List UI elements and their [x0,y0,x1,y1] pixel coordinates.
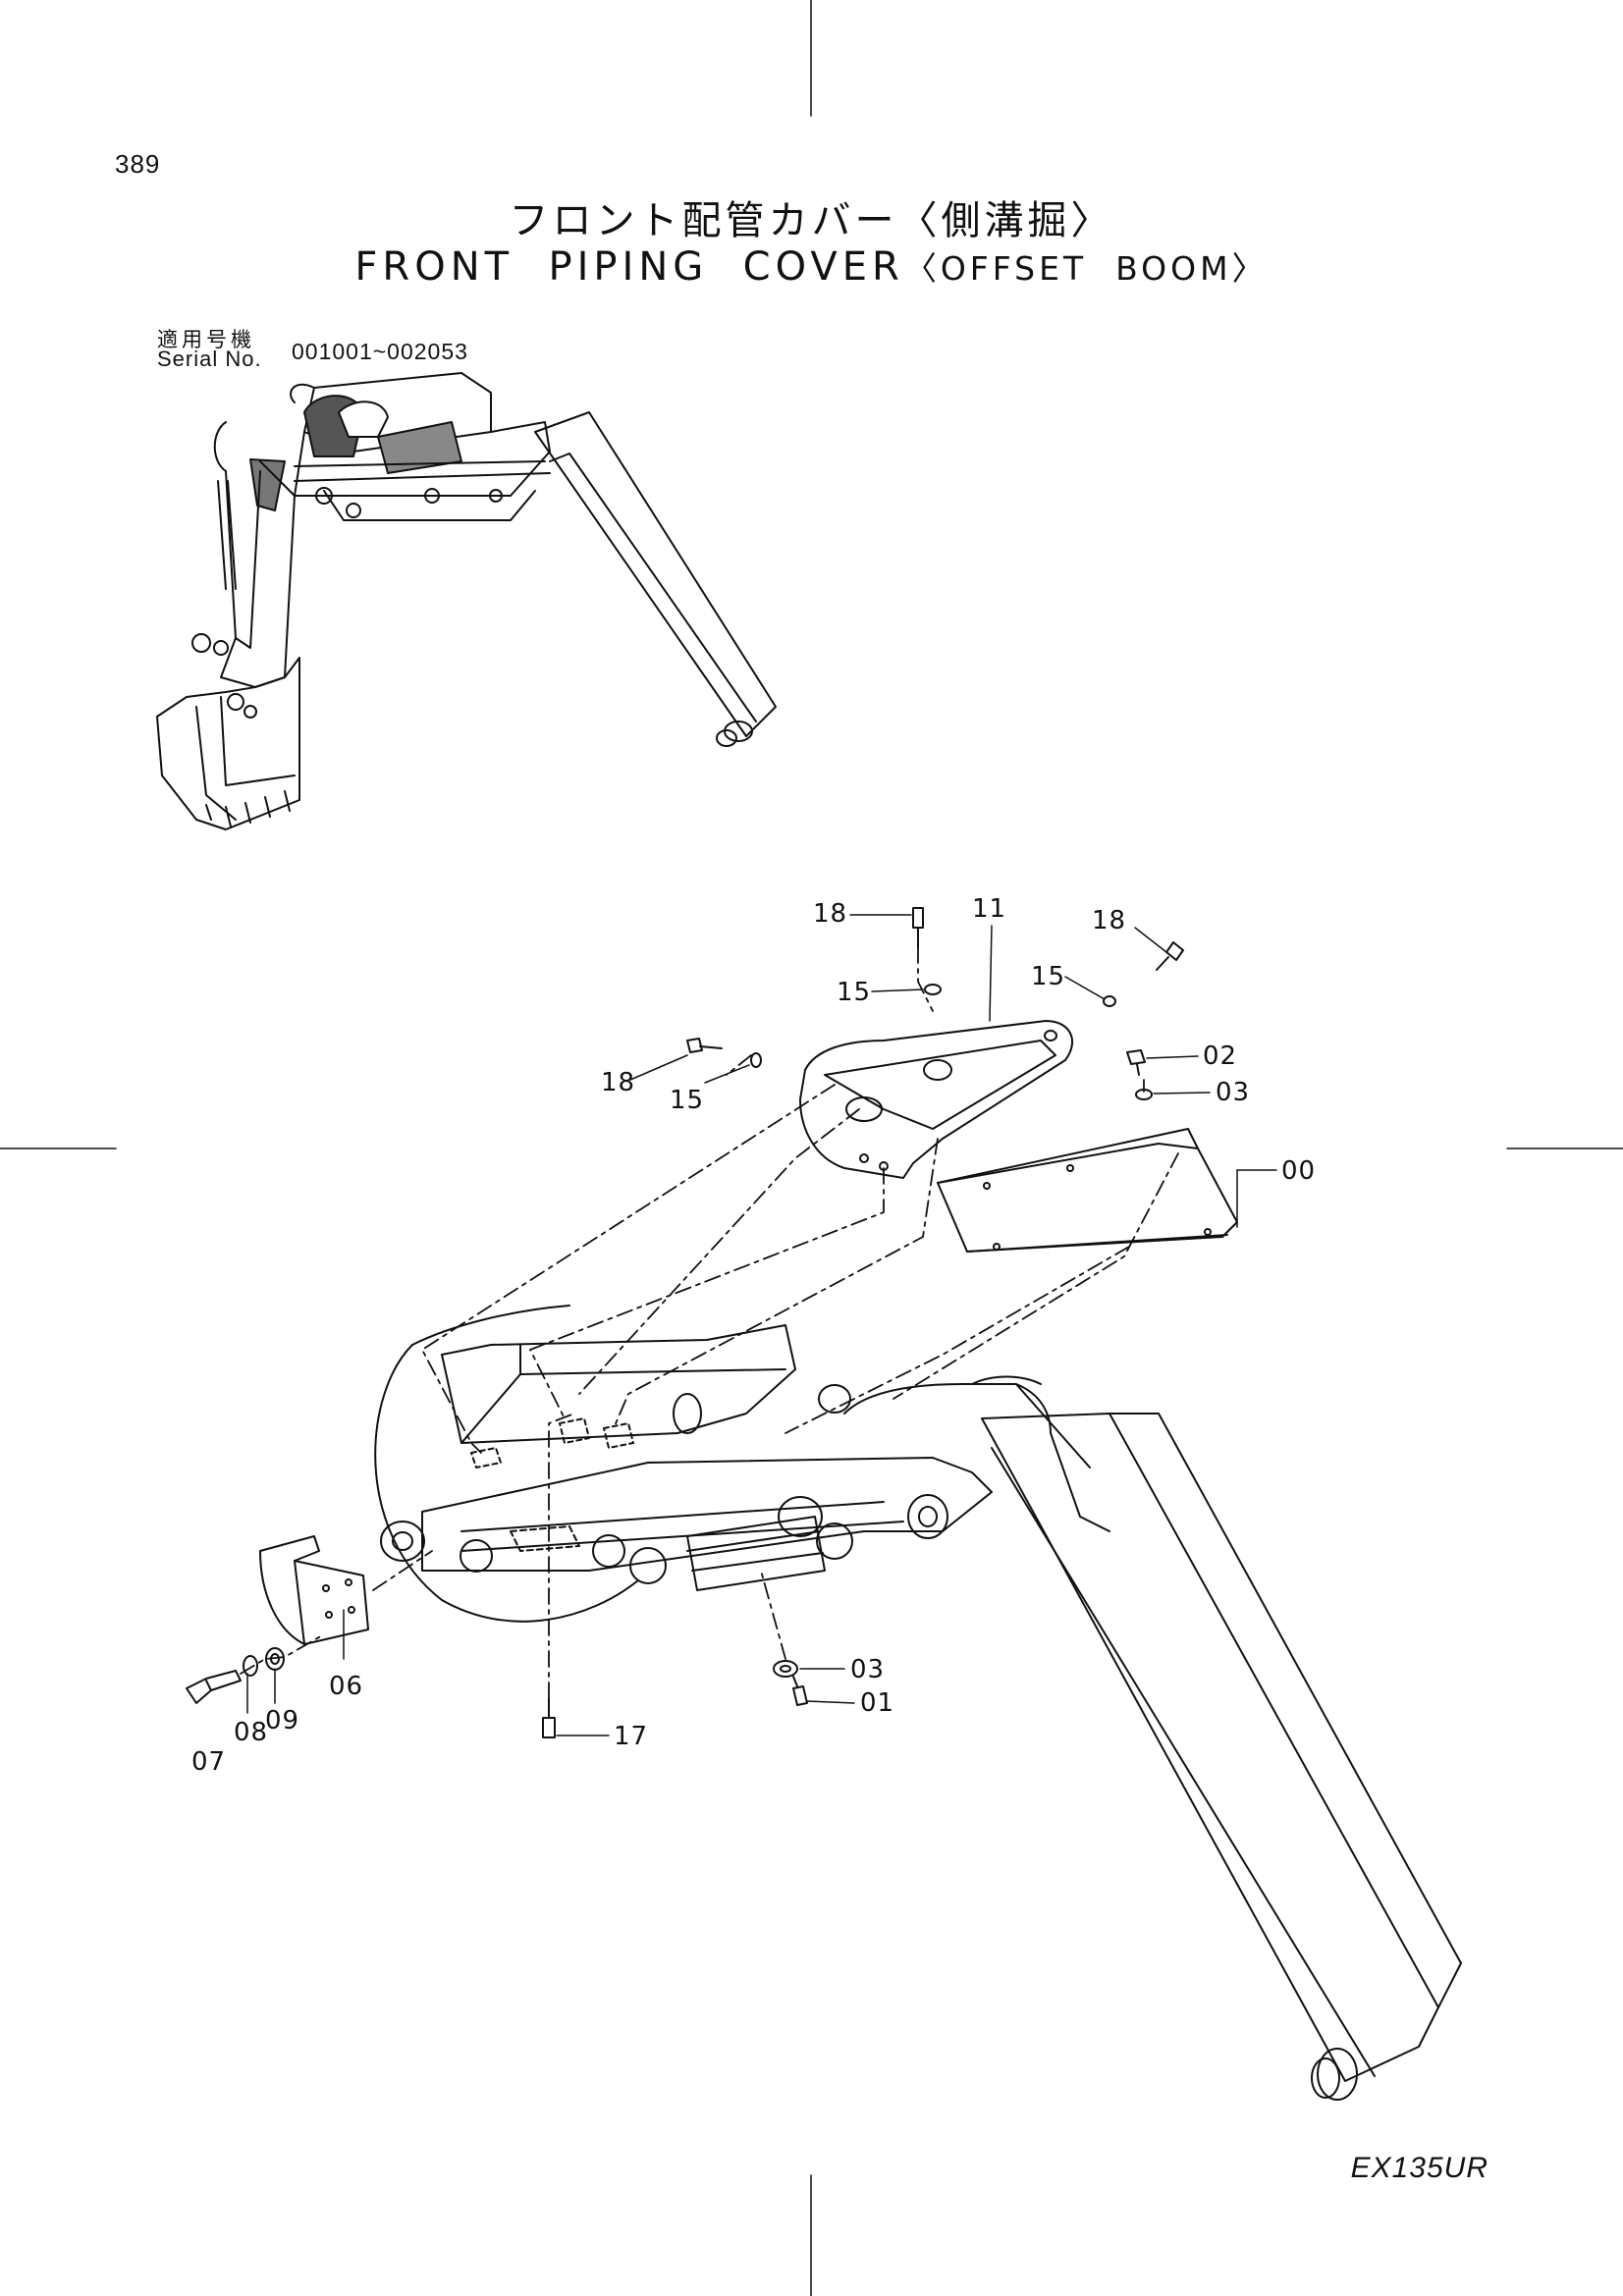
callout-15-top-left: 15 [837,978,872,1007]
part-00-cover [937,1128,1238,1253]
part-11-cover [799,1020,1074,1179]
part-06-bracket [259,1535,369,1645]
callout-08: 08 [234,1718,269,1747]
title-english: FRONT PIPING COVER〈OFFSET BOOM〉 [0,242,1623,290]
callout-03-lower: 03 [850,1655,886,1684]
title-japanese: フロント配管カバー〈側溝掘〉 [0,188,1623,245]
title-jp-sub: 〈側溝掘〉 [897,198,1114,243]
callout-02: 02 [1203,1041,1238,1071]
model-code: EX135UR [1350,2152,1488,2184]
callout-03-upper: 03 [1216,1078,1251,1107]
serial-label-en: Serial No. [157,347,262,371]
hardware [186,907,1184,1738]
callout-15-left: 15 [670,1086,705,1115]
assembly-guides [240,946,1179,1699]
callout-00: 00 [1281,1156,1317,1186]
callout-01: 01 [860,1688,895,1718]
title-en-main: FRONT PIPING COVER [354,244,904,290]
callout-18-top-left: 18 [813,899,848,929]
page-number: 389 [115,149,161,179]
title-jp-main: フロント配管カバー [509,198,898,243]
callout-06: 06 [329,1672,364,1701]
callout-07: 07 [191,1747,227,1777]
callout-15-top-right: 15 [1031,962,1066,991]
leader-lines [246,914,1277,1736]
callout-18-left: 18 [601,1068,636,1097]
callout-09: 09 [265,1706,300,1735]
serial-range: 001001~002053 [292,339,468,364]
overview-illustration [156,372,777,830]
callout-18-top-right: 18 [1092,906,1127,935]
callout-17: 17 [614,1722,649,1751]
serial-label-jp: 適用号機 [157,328,255,351]
title-en-sub: 〈OFFSET BOOM〉 [903,249,1269,288]
boom-assembly [374,1305,1462,2101]
callout-11: 11 [972,894,1007,924]
